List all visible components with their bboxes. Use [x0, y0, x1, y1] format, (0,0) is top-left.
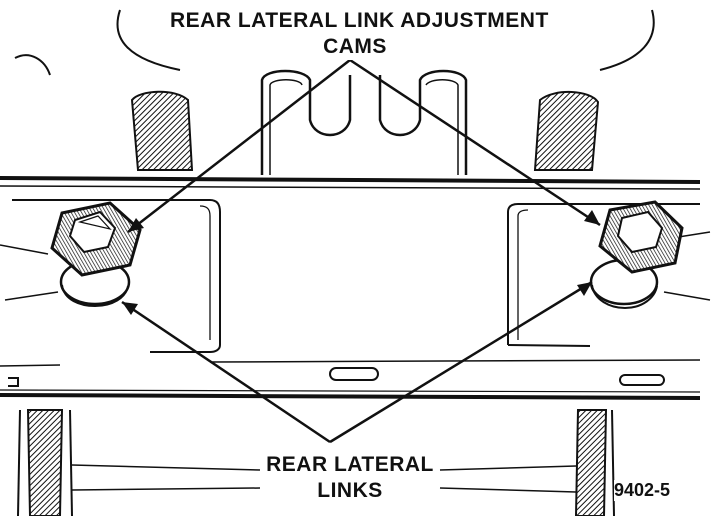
spring-top-left	[130, 90, 194, 171]
label-links-line2: LINKS	[300, 478, 400, 504]
pocket-left	[12, 199, 221, 353]
leader-link-left	[121, 300, 331, 444]
spring-bottom-right-edge	[611, 409, 615, 516]
beam-low-line	[0, 389, 701, 393]
figure-number: 9402-5	[614, 480, 671, 501]
arrowhead-cam-right	[584, 210, 600, 225]
leader-cam-left	[127, 59, 351, 233]
arrowhead-cam-left	[128, 218, 144, 232]
lower-line-2	[71, 487, 261, 491]
lower-line-4	[439, 487, 577, 493]
bracket-left	[260, 69, 352, 175]
label-links-line1: REAR LATERAL	[262, 452, 438, 478]
hex-bolt-left-top	[77, 215, 112, 231]
beam-top-edge-2	[0, 185, 701, 190]
beam-mid-line-left	[0, 364, 61, 367]
spring-top-right	[533, 90, 600, 171]
spring-bottom-left-edge-2	[69, 409, 73, 516]
top-curve	[116, 9, 655, 71]
spring-bottom-left	[26, 409, 64, 516]
leader-link-right	[329, 280, 593, 444]
link-line-left-2	[4, 291, 59, 301]
slot-right	[619, 374, 665, 386]
beam-bottom-edge	[0, 393, 701, 400]
pocket-right-inner	[517, 209, 529, 340]
lower-line-1	[71, 464, 261, 471]
arrowhead-link-left	[122, 302, 138, 315]
slot-center	[329, 367, 379, 381]
leader-cam-right	[349, 58, 601, 227]
lower-line-3	[439, 465, 577, 471]
pocket-right-bottom	[507, 344, 591, 347]
spring-bottom-left-edge	[17, 409, 21, 516]
arrowhead-link-right	[577, 282, 592, 296]
spring-bottom-right	[574, 409, 608, 516]
slot-left-stub	[8, 377, 19, 387]
cam-washer-left-under	[61, 284, 129, 308]
beam-top-edge	[0, 176, 701, 184]
label-cams-line1: REAR LATERAL LINK ADJUSTMENT	[170, 8, 549, 34]
pocket-right	[507, 203, 700, 345]
cam-washer-right-under	[591, 284, 658, 310]
label-cams-line2: CAMS	[300, 34, 410, 60]
bracket-inner-left	[269, 79, 303, 175]
bracket-right	[378, 69, 468, 175]
left-curl	[14, 54, 51, 76]
bracket-inner-right	[425, 79, 459, 175]
hex-bolt-right	[616, 210, 664, 254]
pocket-left-inner	[199, 205, 211, 340]
link-line-left-1	[0, 244, 49, 255]
link-line-right-2	[663, 291, 711, 301]
beam-mid-line	[209, 359, 701, 363]
